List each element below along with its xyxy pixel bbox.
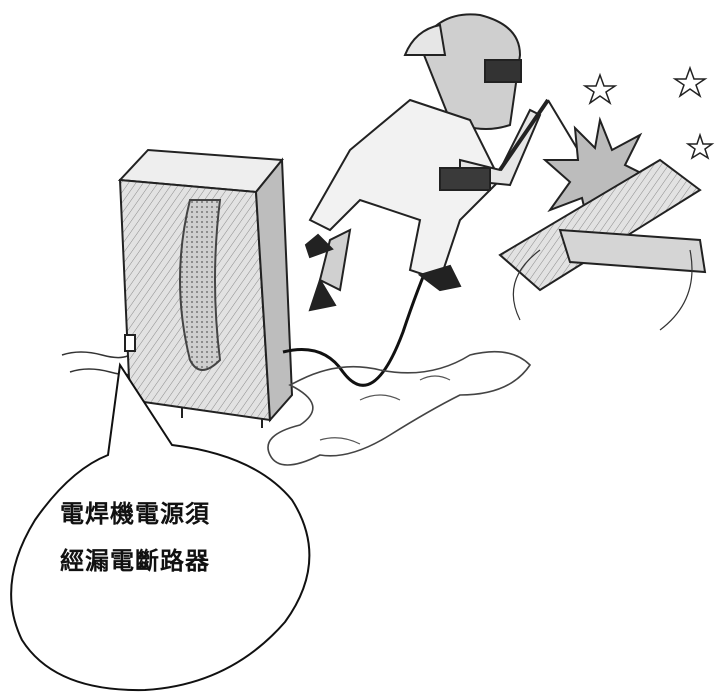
welding-machine: [117, 148, 294, 428]
water-puddle: [267, 350, 532, 466]
wind-lines: [61, 351, 139, 376]
star-sparks: [582, 65, 715, 160]
metal-workpiece: [498, 158, 707, 292]
welder: [304, 13, 591, 312]
callout-line-2: 經漏電斷路器: [60, 547, 210, 575]
speech-bubble: [10, 362, 311, 692]
callout-line-1: 電焊機電源須: [60, 500, 210, 528]
water-puddle-ripples: [319, 375, 451, 445]
spark-arcs: [512, 249, 693, 331]
